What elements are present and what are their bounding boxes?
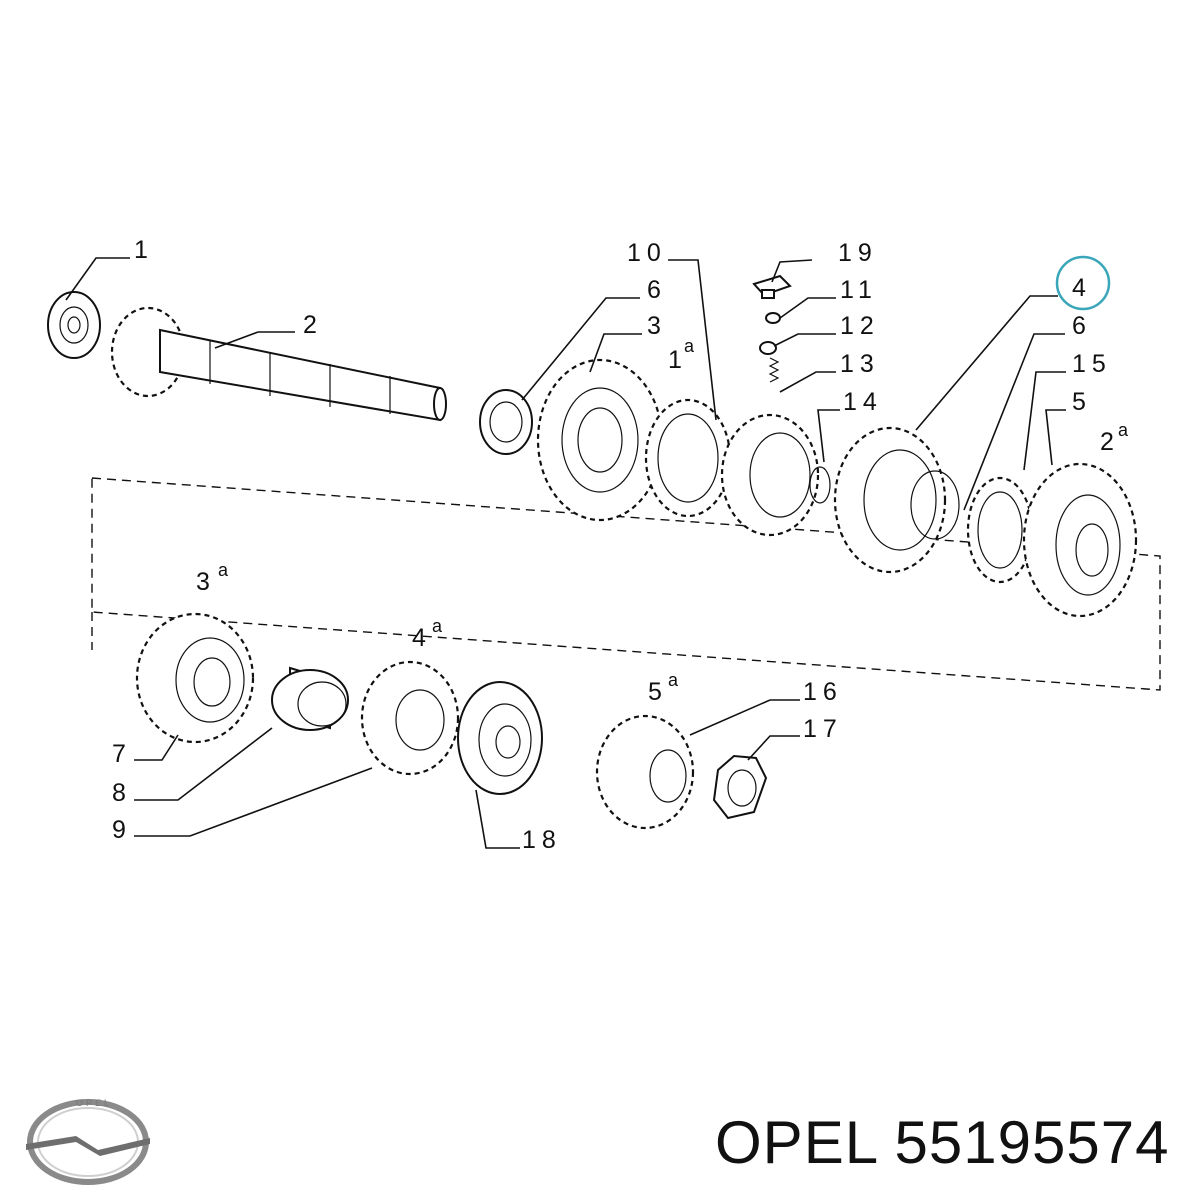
callout-9: 9 [112, 816, 132, 844]
callout-14: 14 [843, 388, 883, 416]
part-bearing-18 [457, 681, 543, 795]
callout-5a-sup: a [668, 670, 679, 690]
part-spring-13 [768, 357, 780, 383]
part-synchro-hub [720, 413, 831, 537]
callout-1: 1 [134, 236, 154, 264]
callout-2: 2 [303, 311, 323, 339]
callout-3: 3 [647, 312, 667, 340]
callout-6a: 6 [647, 276, 667, 304]
callout-19: 19 [838, 239, 878, 267]
part-ring-15 [966, 476, 1034, 584]
part-gear-5 [1022, 462, 1138, 618]
part-key-19 [752, 274, 792, 299]
part-gear-16 [595, 714, 695, 830]
part-nut-17 [712, 754, 768, 820]
part-pin-12 [759, 341, 777, 355]
part-bearing-1 [47, 291, 101, 359]
callout-18: 18 [522, 826, 562, 854]
part-sleeve-8 [271, 666, 349, 731]
callout-4a-sup: a [432, 616, 443, 636]
part-gear-4 [833, 426, 960, 574]
callout-16: 16 [803, 678, 843, 706]
logo-lettering: OPEL [76, 1098, 112, 1108]
callout-17: 17 [803, 715, 843, 743]
callout-1a: 1 [668, 346, 688, 374]
callout-3a-sup: a [218, 560, 229, 580]
part-synchro-ring [644, 398, 732, 518]
highlight-circle [1055, 255, 1111, 311]
callout-4: 4 [1072, 274, 1092, 302]
callout-7: 7 [112, 740, 132, 768]
callout-2a-sup: a [1118, 420, 1129, 440]
part-gear-9 [360, 660, 460, 776]
callout-4a: 4 [412, 624, 432, 652]
callout-8: 8 [112, 779, 132, 807]
opel-logo: OPEL [26, 1098, 150, 1185]
callout-3a: 3 [196, 568, 216, 596]
callout-5a: 5 [648, 678, 668, 706]
part-needle-bearing [479, 389, 533, 455]
brand-part-number: OPEL 55195574 [715, 1109, 1170, 1176]
part-gear-3 [536, 358, 664, 522]
dashed-frame [91, 477, 1161, 691]
part-pin-11 [765, 312, 781, 324]
part-gear-7 [135, 612, 255, 744]
callout-6b: 6 [1072, 312, 1092, 340]
callout-10: 10 [627, 239, 667, 267]
callout-1a-sup: a [684, 336, 695, 356]
callout-13: 13 [840, 350, 880, 378]
callout-5: 5 [1072, 388, 1092, 416]
leader-lines [65, 257, 1066, 849]
callout-11: 11 [840, 276, 878, 304]
callout-12: 12 [840, 312, 880, 340]
part-shaft-2 [110, 306, 447, 422]
callout-2a: 2 [1100, 428, 1120, 456]
callout-15: 15 [1072, 350, 1112, 378]
